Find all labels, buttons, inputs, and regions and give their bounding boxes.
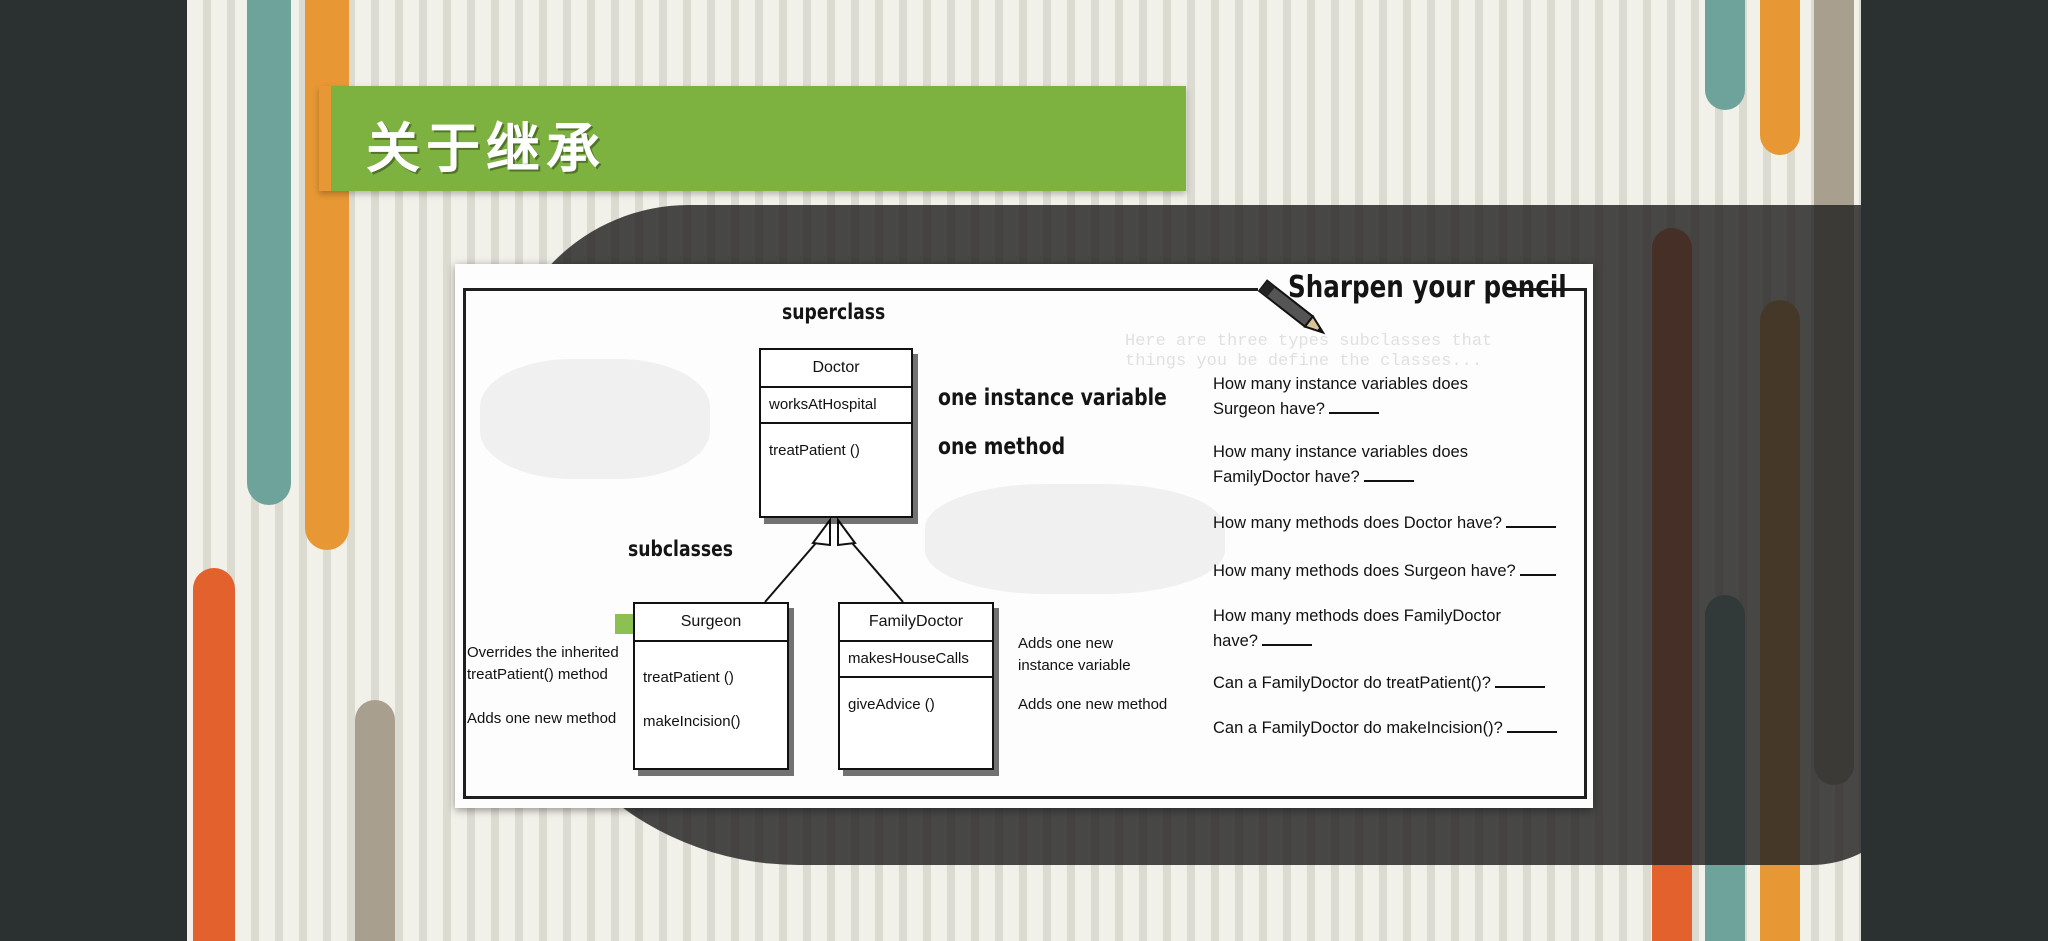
surgeon-override-note: Overrides the inherited treatPatient() m… — [467, 642, 619, 686]
worksheet-frame — [463, 288, 1587, 799]
frame-top-line-right — [1512, 288, 1584, 291]
sharpen-pencil-header: Sharpen your pencil — [1288, 270, 1567, 305]
doctor-attribute: worksAtHospital — [761, 388, 911, 424]
question-text: How many methods does FamilyDoctor — [1213, 607, 1501, 625]
question-text: have? — [1213, 632, 1258, 650]
family-doctor-adds-var-line1: Adds one new — [1018, 635, 1114, 652]
stripe-teal-left — [247, 0, 291, 505]
question-7: Can a FamilyDoctor do makeIncision()? — [1213, 716, 1557, 741]
family-doctor-methods: giveAdvice () — [840, 678, 992, 722]
subclasses-label: subclasses — [628, 537, 733, 561]
worksheet-image: Here are three types subclasses that thi… — [455, 264, 1593, 808]
doctor-class-box: Doctor worksAtHospital treatPatient () — [759, 348, 913, 518]
answer-blank — [1519, 562, 1556, 576]
stripe-red-left — [193, 568, 235, 941]
superclass-label: superclass — [782, 300, 886, 324]
question-4: How many methods does Surgeon have? — [1213, 559, 1556, 584]
question-6: Can a FamilyDoctor do treatPatient()? — [1213, 671, 1545, 696]
question-text: Surgeon have? — [1213, 400, 1325, 418]
question-text: How many instance variables does — [1213, 375, 1468, 393]
stripe-teal-right — [1705, 0, 1745, 110]
answer-blank — [1363, 468, 1414, 482]
family-doctor-attribute: makesHouseCalls — [840, 642, 992, 678]
doctor-methods: treatPatient () — [761, 424, 911, 468]
surgeon-class-name: Surgeon — [635, 604, 787, 642]
answer-blank — [1261, 632, 1312, 646]
question-1: How many instance variables does Surgeon… — [1213, 372, 1468, 422]
family-doctor-adds-var-note: Adds one new instance variable — [1018, 633, 1131, 677]
surgeon-class-box: Surgeon treatPatient () makeIncision() — [633, 602, 789, 770]
answer-blank — [1506, 719, 1557, 733]
family-doctor-class-name: FamilyDoctor — [840, 604, 992, 642]
answer-blank — [1328, 400, 1379, 414]
inheritance-arrows — [764, 516, 904, 603]
doctor-method: treatPatient () — [769, 442, 860, 459]
stripe-taupe-left — [355, 700, 395, 941]
pencil-icon — [1257, 279, 1326, 335]
question-text: How many methods does Doctor have? — [1213, 514, 1502, 532]
question-text: How many methods does Surgeon have? — [1213, 562, 1516, 580]
stripe-orange-right-top — [1760, 0, 1800, 155]
frame-top-line-left — [463, 288, 1258, 291]
answer-blank — [1494, 674, 1545, 688]
surgeon-methods: treatPatient () makeIncision() — [635, 642, 787, 744]
question-5: How many methods does FamilyDoctor have? — [1213, 604, 1501, 654]
question-2: How many instance variables does FamilyD… — [1213, 440, 1468, 490]
slide-title: 关于继承 — [366, 117, 606, 180]
stripe-orange-left — [305, 0, 349, 550]
answer-blank — [1505, 514, 1556, 528]
surgeon-override-line1: Overrides the inherited — [467, 644, 619, 661]
family-doctor-method: giveAdvice () — [848, 696, 935, 713]
question-3: How many methods does Doctor have? — [1213, 511, 1556, 536]
surgeon-override-line2: treatPatient() method — [467, 666, 608, 683]
surgeon-adds-method-note: Adds one new method — [467, 710, 617, 727]
watermark-text-2: things you be define the classes... — [1125, 352, 1483, 371]
watermark-shape — [480, 359, 710, 479]
watermark-text-1: Here are three types subclasses that — [1125, 332, 1493, 351]
question-text: How many instance variables does — [1213, 443, 1468, 461]
family-doctor-adds-var-line2: instance variable — [1018, 657, 1131, 674]
question-text: FamilyDoctor have? — [1213, 468, 1360, 486]
method-note: one method — [938, 434, 1066, 460]
question-text: Can a FamilyDoctor do treatPatient()? — [1213, 674, 1491, 692]
doctor-class-name: Doctor — [761, 350, 911, 388]
family-doctor-adds-method-note: Adds one new method — [1018, 696, 1168, 713]
watermark-shape-2 — [925, 484, 1225, 594]
instance-variable-note: one instance variable — [938, 385, 1167, 411]
title-bar: 关于继承 — [319, 86, 1186, 191]
surgeon-method: makeIncision() — [643, 713, 741, 730]
question-text: Can a FamilyDoctor do makeIncision()? — [1213, 719, 1503, 737]
surgeon-method: treatPatient () — [643, 669, 734, 686]
family-doctor-class-box: FamilyDoctor makesHouseCalls giveAdvice … — [838, 602, 994, 770]
